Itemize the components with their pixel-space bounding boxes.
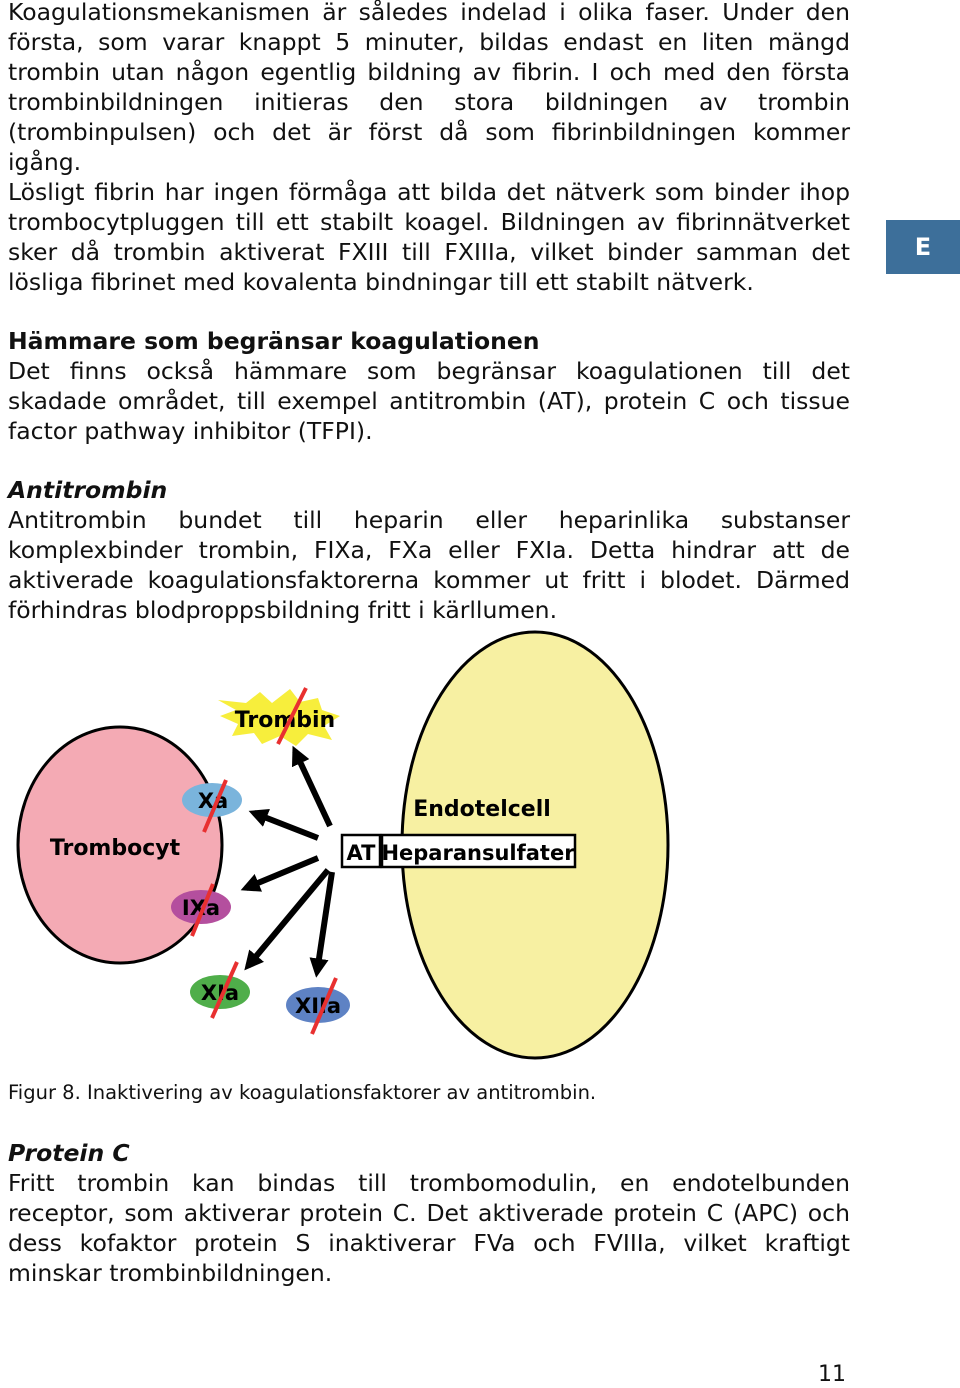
antitrombin-heading: Antitrombin bbox=[8, 476, 168, 504]
trombocyt-label: Trombocyt bbox=[50, 836, 181, 861]
intro-paragraph-fibrin: Lösligt fibrin har ingen förmåga att bil… bbox=[8, 178, 850, 296]
inhibitors-paragraph: Det finns också hämmare som begränsar ko… bbox=[8, 357, 850, 445]
antitrombin-paragraph: Antitrombin bundet till heparin eller he… bbox=[8, 506, 850, 624]
at-label: AT bbox=[347, 841, 377, 865]
page-number: 11 bbox=[818, 1362, 846, 1387]
endotelcell-label: Endotelcell bbox=[413, 797, 551, 822]
inhibitors-heading: Hämmare som begränsar koagulationen bbox=[8, 327, 540, 355]
factor-xia-shape bbox=[190, 975, 250, 1009]
trombocyt-shape bbox=[16, 725, 224, 965]
trombin-burst-shape bbox=[218, 689, 340, 746]
factor-xiia-label: XIIa bbox=[295, 994, 341, 1018]
arrow-to-ixa bbox=[240, 855, 320, 892]
factor-xia-strike-mark bbox=[210, 961, 239, 1019]
factor-xiia: XIIa bbox=[286, 977, 350, 1035]
factor-ixa: IXa bbox=[171, 883, 231, 937]
figure-caption: Figur 8. Inaktivering av koagulationsfak… bbox=[8, 1081, 597, 1104]
arrow-to-trombin bbox=[291, 745, 333, 828]
factor-xiia-strike-mark bbox=[310, 977, 338, 1035]
trombin-factor: Trombin bbox=[218, 687, 340, 746]
protein-c-heading: Protein C bbox=[8, 1139, 130, 1167]
factor-xia: XIa bbox=[190, 961, 250, 1019]
arrow-to-xiia bbox=[309, 871, 335, 978]
factor-xa-strike-mark bbox=[202, 779, 228, 833]
factor-xa: Xa bbox=[182, 779, 242, 833]
arrow-to-xia bbox=[244, 868, 331, 971]
intro-paragraph-phases: Koagulationsmekanismen är således indela… bbox=[8, 0, 850, 176]
trombin-strike-mark bbox=[276, 687, 308, 745]
at-box bbox=[340, 833, 382, 869]
factor-xiia-shape bbox=[286, 987, 350, 1023]
trombocyt: Trombocyt bbox=[16, 725, 224, 965]
factor-ixa-strike-mark bbox=[190, 883, 215, 937]
at-heparansulfater-box: AT Heparansulfater bbox=[340, 833, 577, 869]
factor-ixa-shape bbox=[171, 890, 231, 924]
inhibition-arrows bbox=[240, 745, 335, 978]
arrow-to-xa bbox=[248, 808, 320, 841]
heparansulfater-box bbox=[380, 833, 577, 869]
section-tab[interactable]: E bbox=[886, 220, 960, 274]
protein-c-paragraph: Fritt trombin kan bindas till trombomodu… bbox=[8, 1169, 850, 1287]
section-tab-label: E bbox=[914, 233, 932, 261]
antitrombin-figure: Endotelcell Trombocyt AT Heparansulfater… bbox=[16, 630, 670, 1060]
factor-xa-shape bbox=[182, 783, 242, 817]
heparansulfater-label: Heparansulfater bbox=[381, 841, 575, 865]
